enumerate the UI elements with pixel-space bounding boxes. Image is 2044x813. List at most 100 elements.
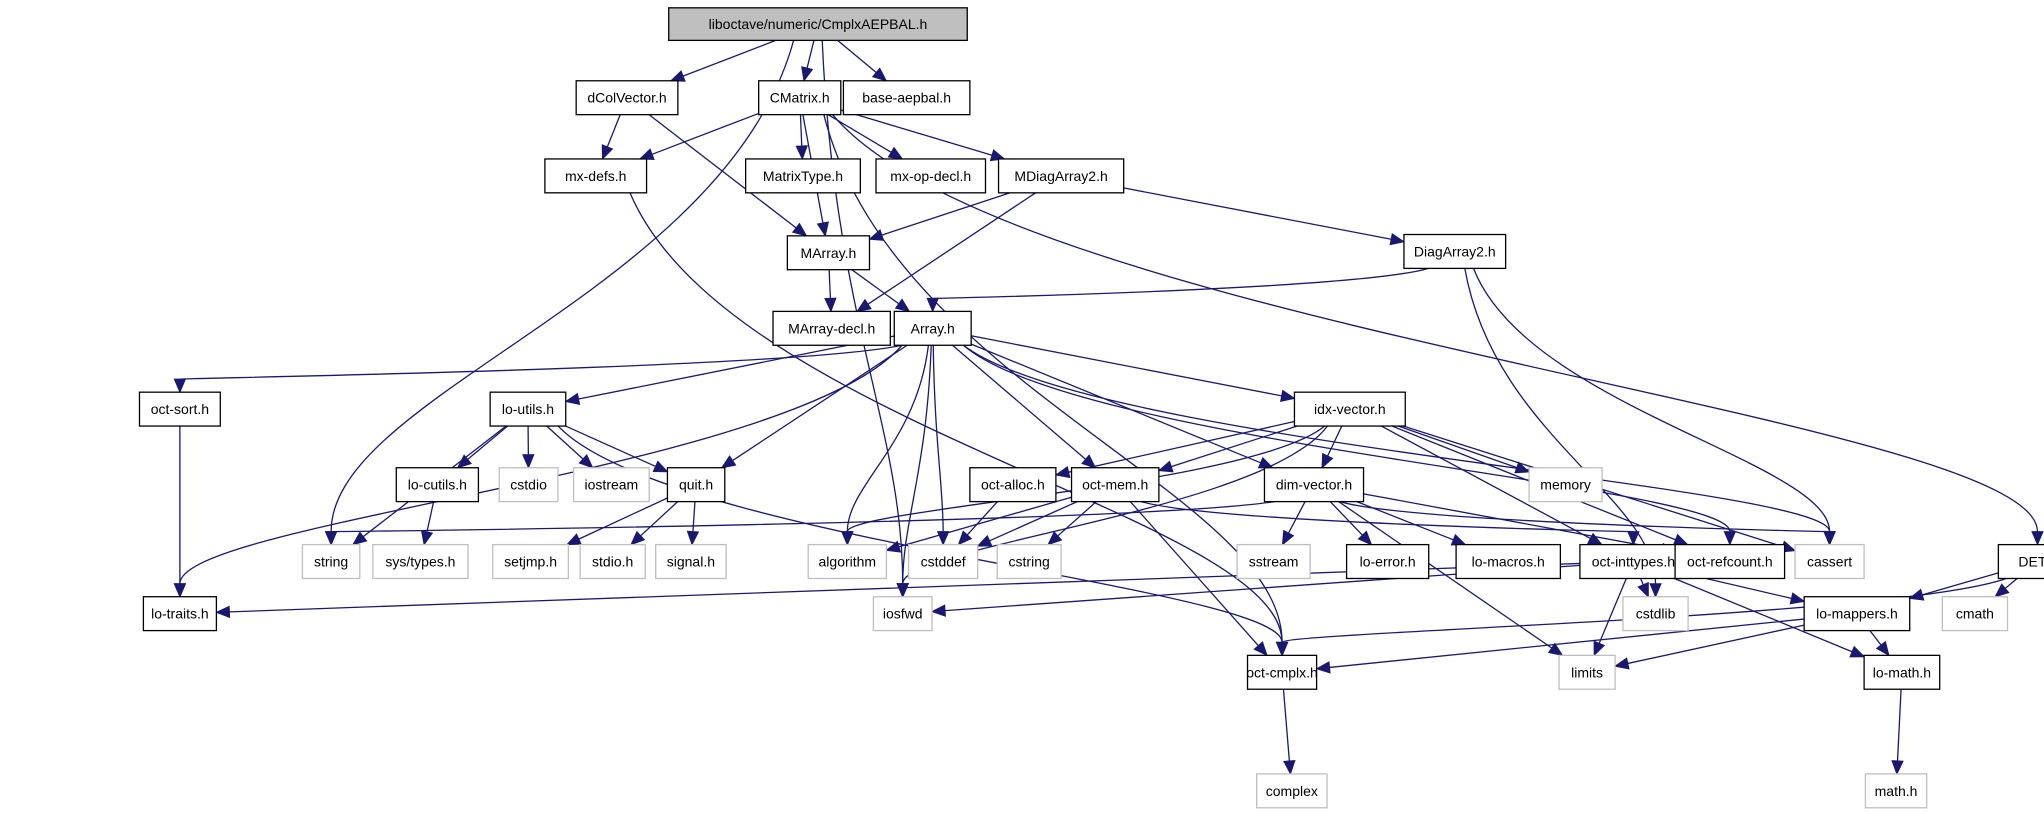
- node-box[interactable]: [772, 310, 891, 346]
- node-box[interactable]: [786, 235, 871, 271]
- edge-MDiagArray2-to-DiagArray2-line: [1123, 187, 1392, 240]
- edge-oct-mem-to-oct-cmplx-arrowhead: [1253, 641, 1268, 657]
- edge-Array-to-quit-arrowhead: [720, 455, 737, 469]
- edge-dColVector-to-mx-defs-line: [606, 114, 621, 148]
- node-lo-utils[interactable]: lo-utils.h: [489, 391, 567, 427]
- node-box[interactable]: [668, 7, 968, 42]
- edge-oct-cmplx-to-complex-line: [1282, 689, 1291, 762]
- node-box[interactable]: [1263, 467, 1365, 503]
- node-box[interactable]: [758, 80, 842, 116]
- node-box[interactable]: [1803, 596, 1911, 632]
- edge-DiagArray2-to-Array-line: [932, 267, 1429, 300]
- edge-MArray-to-MArray-decl-arrowhead: [824, 297, 837, 313]
- node-box[interactable]: [969, 467, 1057, 503]
- edge-dim-vector-to-lo-error: [1329, 501, 1373, 546]
- edge-dim-vector-to-string-line: [331, 500, 1275, 533]
- edge-CMatrix-to-DET-line: [832, 114, 2039, 532]
- node-label: base-aepbal.h: [862, 90, 951, 106]
- node-lo-macros[interactable]: lo-macros.h: [1455, 543, 1562, 580]
- node-box[interactable]: [544, 158, 648, 194]
- edge-idx-vector-to-oct-alloc-arrowhead: [1054, 465, 1071, 479]
- node-box[interactable]: [489, 391, 567, 427]
- node-CMatrix[interactable]: CMatrix.h: [758, 80, 842, 116]
- edge-Array-to-lo-utils-arrowhead: [564, 392, 581, 406]
- node-box[interactable]: [875, 158, 987, 194]
- node-lo-mappers[interactable]: lo-mappers.h: [1803, 596, 1911, 632]
- edge-MArray-to-Array-arrowhead: [894, 298, 911, 313]
- edge-Array-to-oct-mem: [952, 344, 1097, 469]
- edge-dim-vector-to-lo-error-line: [1329, 501, 1363, 536]
- node-box[interactable]: [1579, 543, 1688, 580]
- edge-idx-vector-to-oct-inttypes: [1381, 425, 1604, 546]
- edge-Array-to-oct-sort-arrowhead: [173, 378, 187, 394]
- node-label: memory: [1540, 477, 1591, 493]
- node-box[interactable]: [842, 80, 971, 116]
- node-label: limits: [1571, 664, 1603, 680]
- node-box[interactable]: [395, 467, 480, 503]
- edge-oct-inttypes-to-cstdlib-line: [1639, 578, 1644, 586]
- node-box[interactable]: [1293, 391, 1406, 427]
- node-dColVector[interactable]: dColVector.h: [575, 80, 679, 116]
- edge-quit-to-signal: [686, 501, 700, 546]
- node-cstring: cstring: [996, 543, 1062, 580]
- node-box[interactable]: [142, 596, 218, 632]
- node-oct-sort[interactable]: oct-sort.h: [138, 391, 221, 427]
- edge-quit-to-signal-line: [692, 501, 696, 532]
- node-MArray-decl[interactable]: MArray-decl.h: [772, 310, 891, 346]
- node-idx-vector[interactable]: idx-vector.h: [1293, 391, 1406, 427]
- node-box[interactable]: [575, 80, 679, 116]
- node-box[interactable]: [1403, 233, 1507, 270]
- node-dim-vector[interactable]: dim-vector.h: [1263, 467, 1365, 503]
- node-mx-defs[interactable]: mx-defs.h: [544, 158, 648, 194]
- node-box: [372, 543, 469, 580]
- node-DiagArray2[interactable]: DiagArray2.h: [1403, 233, 1507, 270]
- node-base-aepbal[interactable]: base-aepbal.h: [842, 80, 971, 116]
- edge-lo-math-to-math-h-arrowhead: [1891, 760, 1904, 776]
- node-quit[interactable]: quit.h: [666, 467, 726, 503]
- edge-idx-vector-to-oct-mem-line: [1171, 425, 1298, 468]
- edge-lo-mappers-to-oct-cmplx-line: [1329, 618, 1805, 669]
- node-label: string: [314, 554, 348, 570]
- node-box[interactable]: [1863, 654, 1941, 690]
- edge-DiagArray2-to-cstdlib-line: [1464, 268, 1657, 584]
- node-box[interactable]: [1455, 543, 1562, 580]
- node-box[interactable]: [138, 391, 221, 427]
- node-label: lo-error.h: [1360, 554, 1416, 570]
- node-lo-error[interactable]: lo-error.h: [1345, 543, 1430, 580]
- edge-lo-utils-to-cstdio: [522, 426, 535, 470]
- node-MArray[interactable]: MArray.h: [786, 235, 871, 271]
- edge-CMatrix-to-mx-defs-arrowhead: [638, 148, 655, 160]
- node-box[interactable]: [997, 158, 1125, 194]
- node-box[interactable]: [893, 310, 972, 346]
- node-sys-types: sys/types.h: [372, 543, 469, 580]
- edge-idx-vector-to-algorithm-arrowhead: [841, 531, 854, 546]
- node-root[interactable]: liboctave/numeric/CmplxAEPBAL.h: [668, 7, 968, 42]
- node-box[interactable]: [1674, 543, 1786, 580]
- node-oct-refcount[interactable]: oct-refcount.h: [1674, 543, 1786, 580]
- node-box[interactable]: [1997, 543, 2044, 580]
- node-lo-math[interactable]: lo-math.h: [1863, 654, 1941, 690]
- node-label: stdio.h: [592, 554, 633, 570]
- edge-root-to-dColVector-line: [682, 39, 776, 77]
- node-DET[interactable]: DET.h: [1997, 543, 2044, 580]
- node-lo-traits[interactable]: lo-traits.h: [142, 596, 218, 632]
- edge-oct-inttypes-to-limits-line: [1598, 578, 1627, 644]
- node-oct-inttypes[interactable]: oct-inttypes.h: [1579, 543, 1688, 580]
- node-box[interactable]: [666, 467, 726, 503]
- node-box[interactable]: [744, 158, 862, 194]
- node-MatrixType[interactable]: MatrixType.h: [744, 158, 862, 194]
- node-MDiagArray2[interactable]: MDiagArray2.h: [997, 158, 1125, 194]
- node-box[interactable]: [1070, 467, 1160, 503]
- node-box: [872, 596, 933, 632]
- edge-oct-cmplx-to-complex-arrowhead: [1283, 759, 1296, 776]
- node-Array[interactable]: Array.h: [893, 310, 972, 346]
- node-box[interactable]: [1345, 543, 1430, 580]
- node-oct-cmplx[interactable]: oct-cmplx.h: [1246, 654, 1318, 690]
- node-lo-cutils[interactable]: lo-cutils.h: [395, 467, 480, 503]
- node-box[interactable]: [1246, 654, 1318, 690]
- node-mx-op-decl[interactable]: mx-op-decl.h: [875, 158, 987, 194]
- node-oct-mem[interactable]: oct-mem.h: [1070, 467, 1160, 503]
- edge-CMatrix-to-DET-arrowhead: [2031, 531, 2044, 546]
- edge-oct-inttypes-to-cstdlib: [1637, 578, 1649, 598]
- node-oct-alloc[interactable]: oct-alloc.h: [969, 467, 1057, 503]
